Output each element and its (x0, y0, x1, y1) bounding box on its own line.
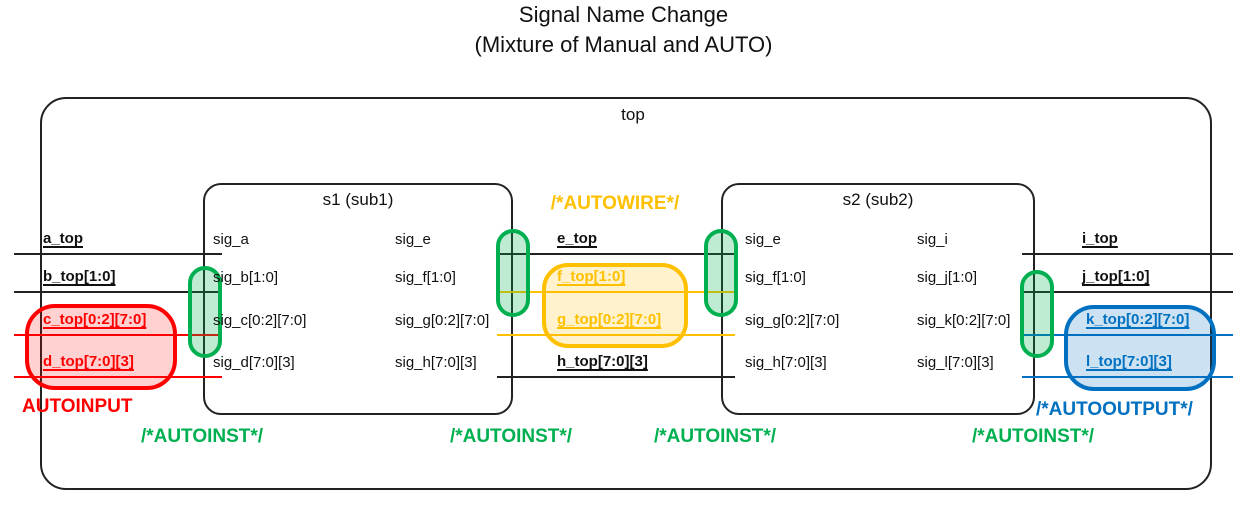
s2-port-sig-h: sig_h[7:0][3] (745, 354, 827, 371)
s1-port-sig-h: sig_h[7:0][3] (395, 354, 477, 371)
wire-c-top (14, 334, 222, 336)
signal-e-top: e_top (557, 230, 598, 247)
top-module-label: top (621, 105, 645, 124)
wire-i-top (1022, 253, 1233, 255)
s1-port-sig-a: sig_a (213, 231, 249, 248)
signal-b-top: b_top[1:0] (43, 268, 116, 285)
wire-a-top (14, 253, 222, 255)
diagram-title-line1: Signal Name Change (518, 2, 729, 27)
s1-port-sig-d: sig_d[7:0][3] (213, 354, 295, 371)
wire-b-top (14, 291, 222, 293)
autoinst-label-2: /*AUTOINST*/ (449, 426, 573, 447)
autoinst-label-1: /*AUTOINST*/ (140, 426, 264, 447)
wire-f-top (497, 291, 735, 293)
signal-a-top: a_top (43, 230, 84, 247)
wire-k-top (1022, 334, 1233, 336)
s2-port-sig-i: sig_i (917, 231, 948, 248)
s2-port-sig-g: sig_g[0:2][7:0] (745, 312, 840, 329)
module-s1-box (203, 183, 513, 415)
s2-port-sig-j: sig_j[1:0] (917, 269, 978, 286)
signal-l-top: l_top[7:0][3] (1086, 353, 1172, 370)
autoinst-label-4: /*AUTOINST*/ (971, 426, 1095, 447)
module-s2-box (721, 183, 1035, 415)
s2-port-sig-e: sig_e (745, 231, 781, 248)
module-s1-label: s1 (sub1) (322, 190, 394, 209)
autoinput-label: AUTOINPUT (22, 396, 133, 417)
rename-pill-s1-right (496, 229, 530, 317)
top-module-box (40, 97, 1212, 490)
wire-h-top (497, 376, 735, 378)
wire-j-top (1022, 291, 1233, 293)
autooutput-label: /*AUTOOUTPUT*/ (1036, 399, 1193, 420)
autowire-highlight (542, 263, 688, 348)
signal-f-top: f_top[1:0] (557, 268, 626, 285)
s1-port-sig-g: sig_g[0:2][7:0] (395, 312, 490, 329)
autoinst-label-3: /*AUTOINST*/ (653, 426, 777, 447)
s2-port-sig-k: sig_k[0:2][7:0] (917, 312, 1011, 329)
autoinput-highlight (25, 304, 177, 390)
diagram-title-line2: (Mixture of Manual and AUTO) (474, 32, 773, 57)
s1-port-sig-b: sig_b[1:0] (213, 269, 279, 286)
autooutput-highlight (1064, 305, 1216, 391)
s1-port-sig-e: sig_e (395, 231, 431, 248)
diagram-title: Signal Name Change (Mixture of Manual an… (0, 0, 1247, 60)
s1-port-sig-f: sig_f[1:0] (395, 269, 456, 286)
signal-h-top: h_top[7:0][3] (557, 353, 648, 370)
wire-g-top (497, 334, 735, 336)
rename-pill-s2-right (1020, 270, 1054, 358)
autowire-label: /*AUTOWIRE*/ (550, 193, 680, 214)
signal-d-top: d_top[7:0][3] (43, 353, 134, 370)
wire-l-top (1022, 376, 1233, 378)
signal-g-top: g_top[0:2][7:0] (557, 311, 662, 328)
wire-d-top (14, 376, 222, 378)
signal-i-top: i_top (1082, 230, 1118, 247)
s2-port-sig-f: sig_f[1:0] (745, 269, 806, 286)
s2-port-sig-l: sig_l[7:0][3] (917, 354, 994, 371)
rename-pill-s1-left (188, 266, 222, 358)
signal-k-top: k_top[0:2][7:0] (1086, 311, 1190, 328)
wire-e-top (497, 253, 735, 255)
rename-pill-s2-left (704, 229, 738, 317)
s1-port-sig-c: sig_c[0:2][7:0] (213, 312, 307, 329)
signal-j-top: j_top[1:0] (1082, 268, 1150, 285)
signal-c-top: c_top[0:2][7:0] (43, 311, 147, 328)
module-s2-label: s2 (sub2) (842, 190, 914, 209)
